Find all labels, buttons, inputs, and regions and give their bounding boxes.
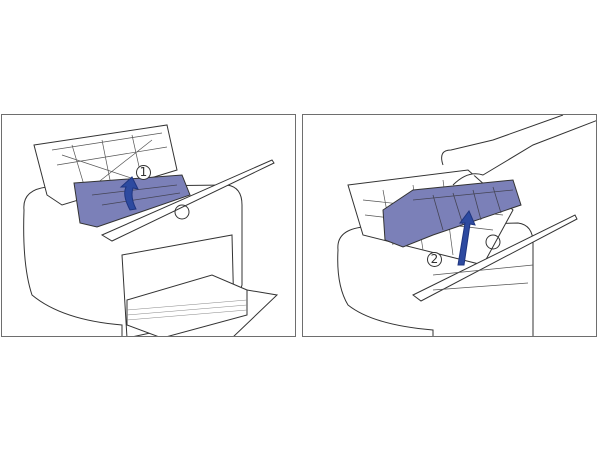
output-tray bbox=[100, 159, 275, 242]
output-tray bbox=[412, 214, 578, 302]
lift-arrow-icon bbox=[119, 176, 139, 211]
step-1-panel: 1 bbox=[1, 114, 296, 337]
hand bbox=[441, 115, 596, 186]
step-number-1: 1 bbox=[136, 165, 151, 180]
printer-open-illustration bbox=[23, 124, 279, 336]
cartridge bbox=[382, 179, 522, 248]
step-2-panel: 2 bbox=[302, 114, 597, 337]
step-number-2: 2 bbox=[427, 252, 442, 267]
remove-arrow-icon bbox=[457, 210, 476, 266]
cartridge-removal-illustration bbox=[337, 115, 596, 336]
paper-stack bbox=[126, 274, 248, 336]
